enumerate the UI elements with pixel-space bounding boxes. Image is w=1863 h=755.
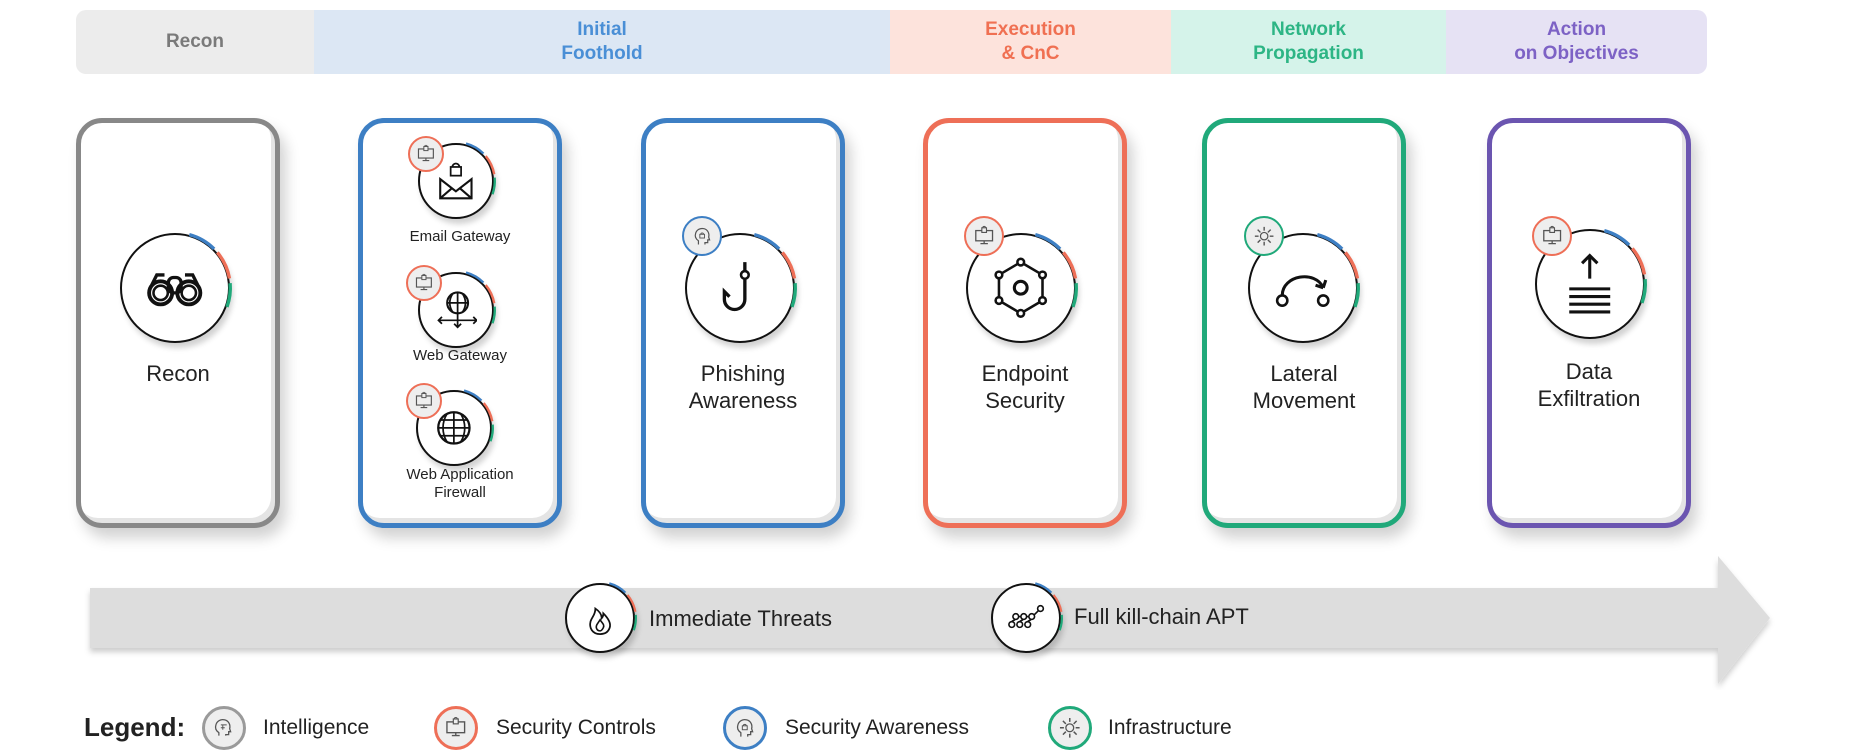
card-label: Phishing Awareness: [688, 361, 798, 413]
phase-header: Recon Initial Foothold Execution & CnC N…: [76, 10, 1707, 74]
threat-label: Immediate Threats: [649, 606, 833, 631]
category-arc: [790, 283, 797, 308]
security-controls-badge-icon: [408, 136, 444, 172]
phase-recon: Recon: [76, 10, 314, 74]
category-arc: [1631, 247, 1647, 275]
card-label: Lateral Movement: [1252, 361, 1356, 413]
category-arc: [489, 424, 494, 442]
category-arcs: [465, 142, 496, 195]
legend-label: Security Awareness: [785, 716, 970, 739]
monitor-lock-icon: [434, 706, 478, 750]
category-arc: [1344, 251, 1360, 279]
category-arcs: [753, 232, 797, 308]
category-arcs: [465, 271, 496, 324]
category-arc: [1062, 251, 1078, 279]
security-awareness-badge-icon: [682, 216, 722, 256]
card-label: Data Exfiltration: [1537, 359, 1641, 411]
category-arc: [1034, 232, 1062, 251]
category-arcs: [1603, 228, 1647, 304]
chain-nodes-icon: [991, 582, 1063, 653]
category-arc: [608, 582, 627, 594]
item-label: Web Application Firewall: [406, 466, 514, 501]
card-label: Recon: [146, 361, 210, 386]
category-arc: [1603, 228, 1631, 247]
phase-label: Execution & CnC: [985, 19, 1076, 64]
category-arc: [491, 177, 496, 195]
category-arc: [491, 306, 496, 324]
category-arc: [1316, 232, 1344, 251]
category-arc: [465, 142, 485, 155]
phase-initial-foothold: Initial Foothold: [314, 10, 890, 74]
category-arc: [484, 284, 496, 304]
category-arc: [753, 232, 781, 251]
phase-label: Action on Objectives: [1514, 19, 1639, 64]
threat-label: Full kill-chain APT: [1074, 604, 1249, 629]
item-label: Web Gateway: [413, 347, 507, 364]
category-arc: [632, 614, 637, 631]
gear-icon: [1048, 706, 1092, 750]
phase-label: Recon: [165, 31, 225, 52]
legend-title: Legend:: [84, 712, 186, 742]
category-arcs: [1316, 232, 1360, 308]
category-arc: [1640, 279, 1647, 304]
category-arc: [484, 155, 496, 175]
infrastructure-badge-icon: [1244, 216, 1284, 256]
category-arc: [482, 402, 494, 422]
phase-execution: Execution & CnC: [890, 10, 1171, 74]
category-arcs: [608, 582, 637, 631]
head-lock-icon: [723, 706, 767, 750]
security-controls-badge-icon: [1532, 216, 1572, 256]
category-arc: [626, 594, 637, 613]
category-arc: [1071, 283, 1078, 308]
phase-label: Initial Foothold: [561, 19, 643, 64]
brain-icon: [202, 706, 246, 750]
card-label: Endpoint Security: [981, 361, 1069, 413]
security-controls-badge-icon: [406, 383, 442, 419]
phase-label: Network Propagation: [1253, 19, 1364, 64]
phase-action-on-objectives: Action on Objectives: [1446, 10, 1707, 74]
legend-label: Infrastructure: [1108, 716, 1232, 739]
category-arcs: [1034, 582, 1063, 631]
category-arc: [1058, 614, 1063, 631]
item-label: Email Gateway: [409, 228, 511, 245]
category-arc: [463, 389, 483, 402]
category-arc: [225, 283, 232, 308]
category-arc: [216, 251, 232, 279]
security-controls-badge-icon: [406, 265, 442, 301]
category-arc: [465, 271, 485, 284]
category-arc: [1034, 582, 1053, 594]
category-arcs: [463, 389, 494, 442]
timeline-arrow: [90, 556, 1770, 684]
category-arc: [188, 232, 216, 251]
binoculars-icon: [120, 232, 232, 343]
category-arc: [781, 251, 797, 279]
category-arcs: [1034, 232, 1078, 308]
fire-icon: [565, 582, 637, 653]
category-arc: [1353, 283, 1360, 308]
legend-label: Security Controls: [496, 716, 656, 739]
category-arcs: [188, 232, 232, 308]
phase-network-propagation: Network Propagation: [1171, 10, 1446, 74]
legend-label: Intelligence: [263, 716, 370, 739]
security-controls-badge-icon: [964, 216, 1004, 256]
category-arc: [1052, 594, 1063, 613]
